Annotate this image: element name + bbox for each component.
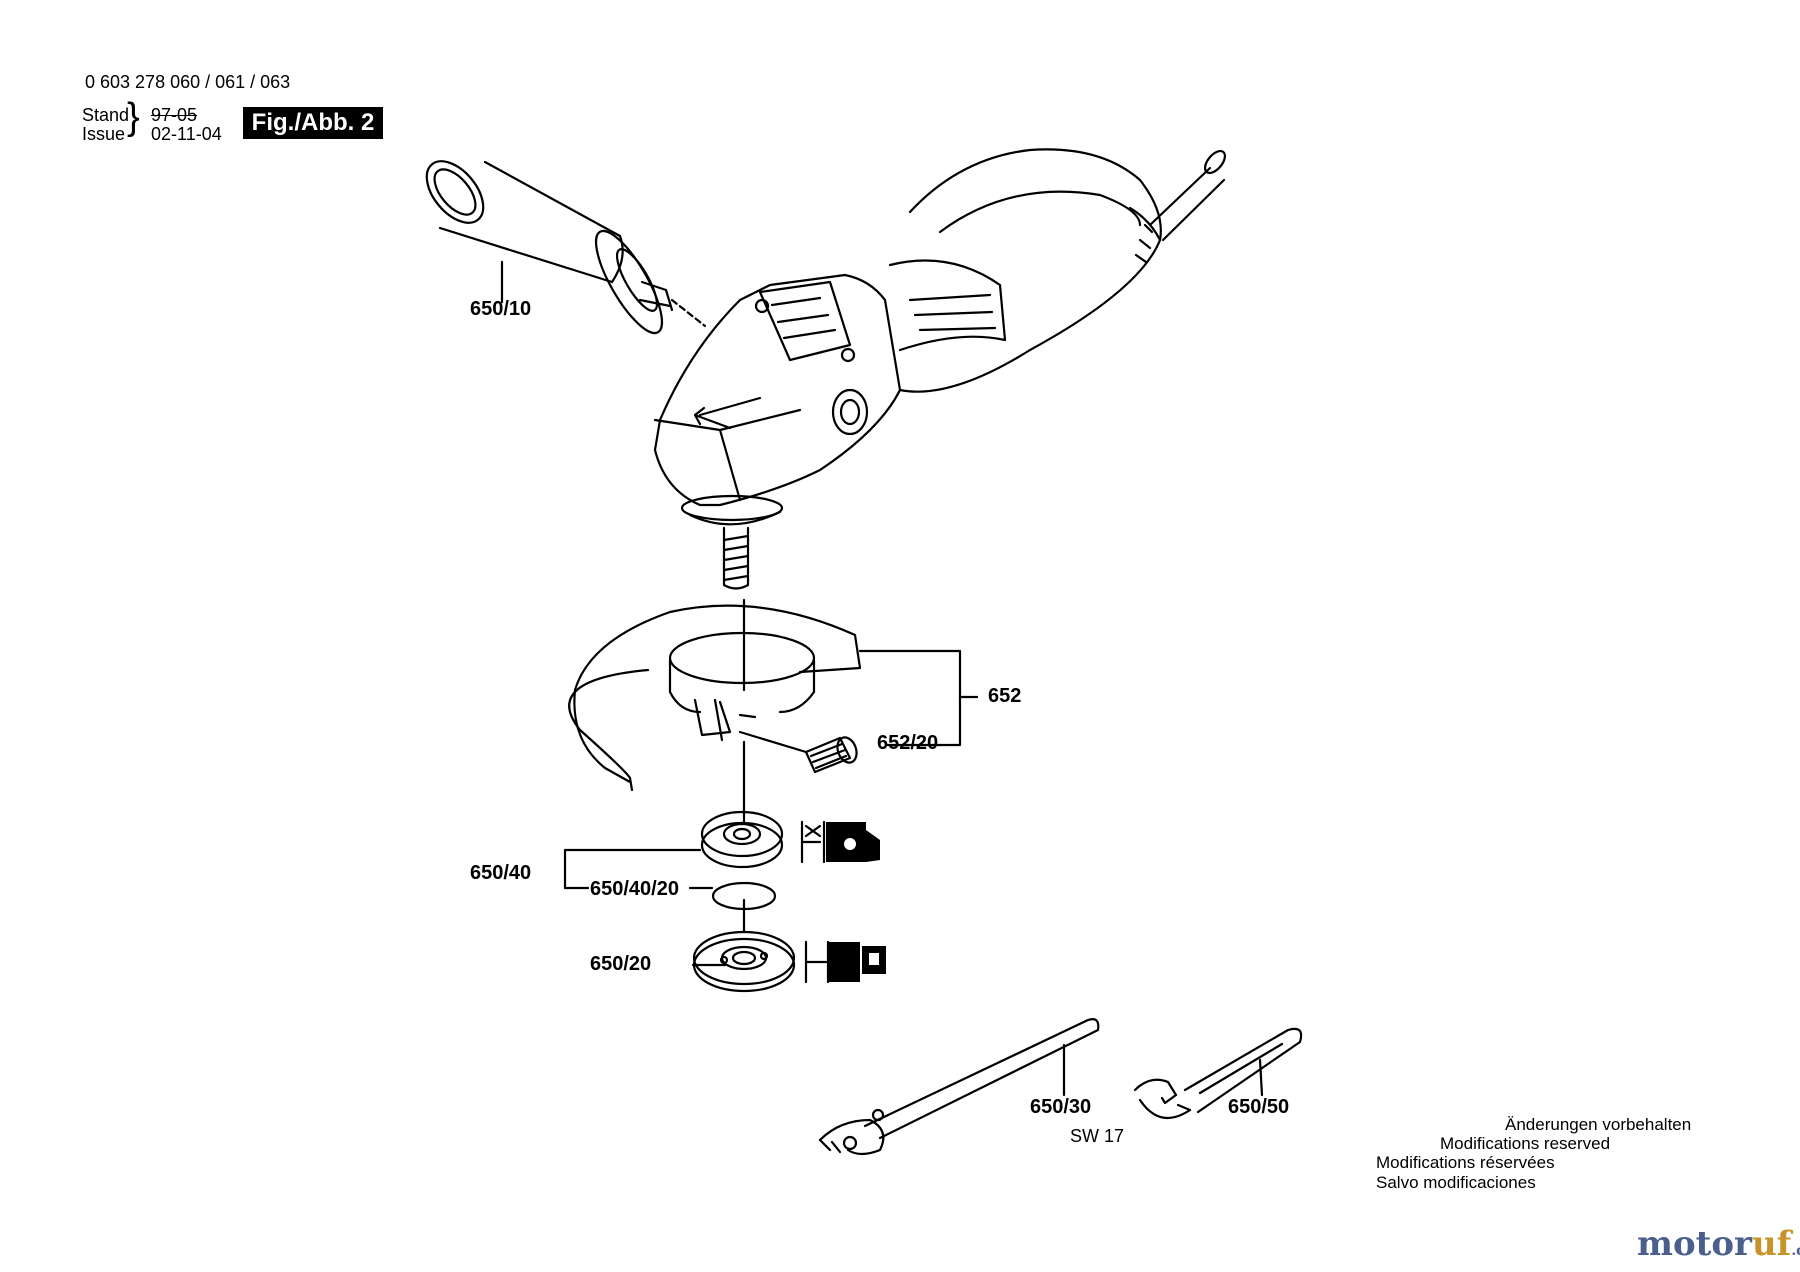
- flange-bracket-line: [563, 848, 702, 890]
- note-spanish: Salvo modificaciones: [1376, 1173, 1536, 1192]
- flange-section-tip: [866, 830, 880, 862]
- label-650-10: 650/10: [470, 298, 532, 320]
- label-650-50: 650/50: [1228, 1096, 1290, 1118]
- nut-section-fill: [828, 942, 860, 982]
- pin-wrench-drawing: [818, 1018, 1100, 1156]
- stand-value: 97-05: [151, 105, 198, 125]
- label-650-30: 650/30: [1030, 1096, 1092, 1118]
- flange-section-icon: [800, 820, 826, 864]
- issue-value: 02-11-04: [151, 124, 222, 144]
- guard-bracket-line: [858, 649, 962, 747]
- note-english: Modifications reserved: [1440, 1134, 1611, 1153]
- label-652-20: 652/20: [877, 732, 939, 754]
- note-french: Modifications réservées: [1376, 1153, 1555, 1172]
- nut-section-icon: [804, 940, 830, 984]
- label-650-20: 650/20: [590, 953, 652, 975]
- stand-label: Stand: [82, 105, 130, 125]
- note-german: Änderungen vorbehalten: [1505, 1115, 1692, 1134]
- grinder-body-drawing: [653, 148, 1227, 590]
- open-wrench-drawing: [1133, 1027, 1303, 1120]
- guard-drawing: [568, 604, 862, 792]
- label-652: 652: [988, 685, 1022, 707]
- label-650-40-20: 650/40/20: [590, 878, 679, 900]
- brace-icon: }: [127, 96, 140, 138]
- label-wrench-size: SW 17: [1070, 1126, 1125, 1146]
- watermark-logo: motoruf.de: [1637, 1224, 1800, 1264]
- label-650-40: 650/40: [470, 862, 532, 884]
- mounting-flange-drawing: [700, 810, 784, 911]
- side-handle-drawing: [425, 160, 707, 335]
- issue-label: Issue: [82, 124, 126, 144]
- part-numbers: 0 603 278 060 / 061 / 063: [85, 72, 291, 92]
- clamping-nut-drawing: [691, 930, 796, 993]
- figure-badge: Fig./Abb. 2: [243, 107, 383, 139]
